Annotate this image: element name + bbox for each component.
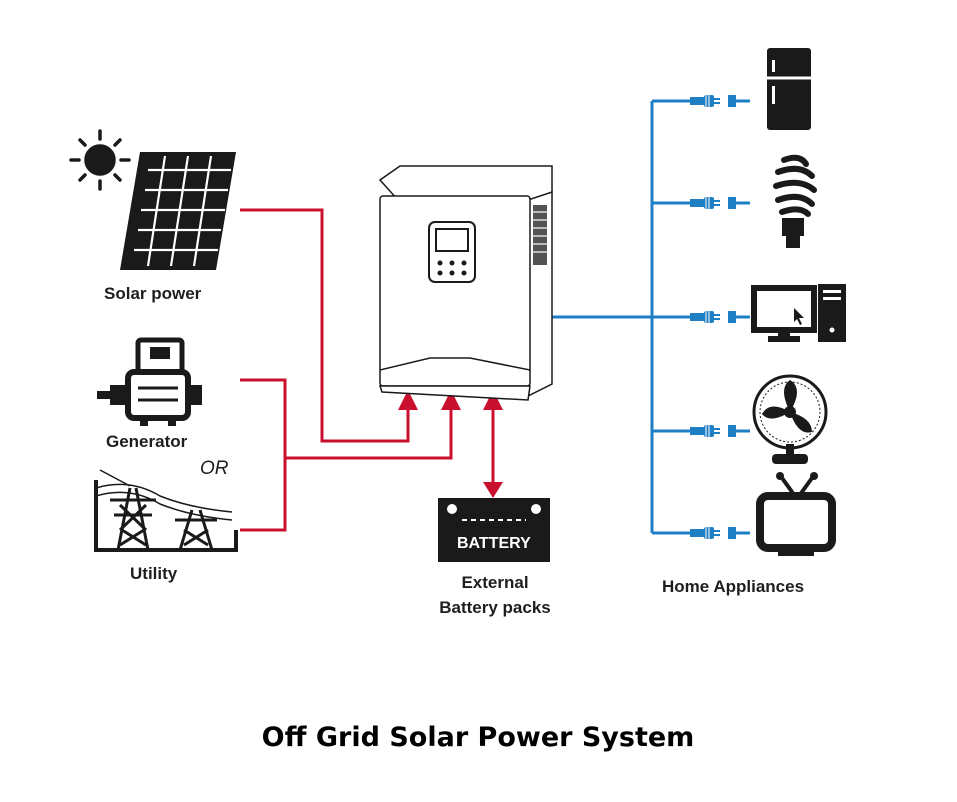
external-battery-label-line1: External: [461, 573, 529, 592]
or-label: OR: [200, 458, 229, 479]
generator-label: Generator: [106, 432, 188, 451]
battery-icon: [438, 498, 550, 562]
ac-input-line: [240, 378, 453, 532]
fan-icon: [752, 374, 828, 464]
page-title: Off Grid Solar Power System: [261, 722, 695, 753]
output-bus-line: [540, 99, 690, 535]
sun-icon: [69, 129, 131, 191]
computer-icon: [751, 284, 846, 342]
plug-icon: [688, 93, 752, 541]
refrigerator-icon: [767, 48, 811, 130]
utility-tower-icon: [94, 469, 238, 552]
tv-icon: [756, 472, 836, 556]
external-battery-label-line2: Battery packs: [439, 598, 551, 617]
inverter-icon: [378, 165, 553, 401]
solar-input-line: [240, 208, 410, 443]
battery-text: BATTERY: [457, 535, 531, 552]
home-appliances-label: Home Appliances: [662, 577, 805, 596]
solar-power-label: Solar power: [104, 284, 202, 303]
utility-label: Utility: [130, 564, 178, 583]
arrow-heads: [398, 390, 503, 498]
generator-icon: [97, 337, 202, 426]
solar-panel-icon: [120, 152, 236, 270]
light-bulb-icon: [773, 154, 817, 248]
